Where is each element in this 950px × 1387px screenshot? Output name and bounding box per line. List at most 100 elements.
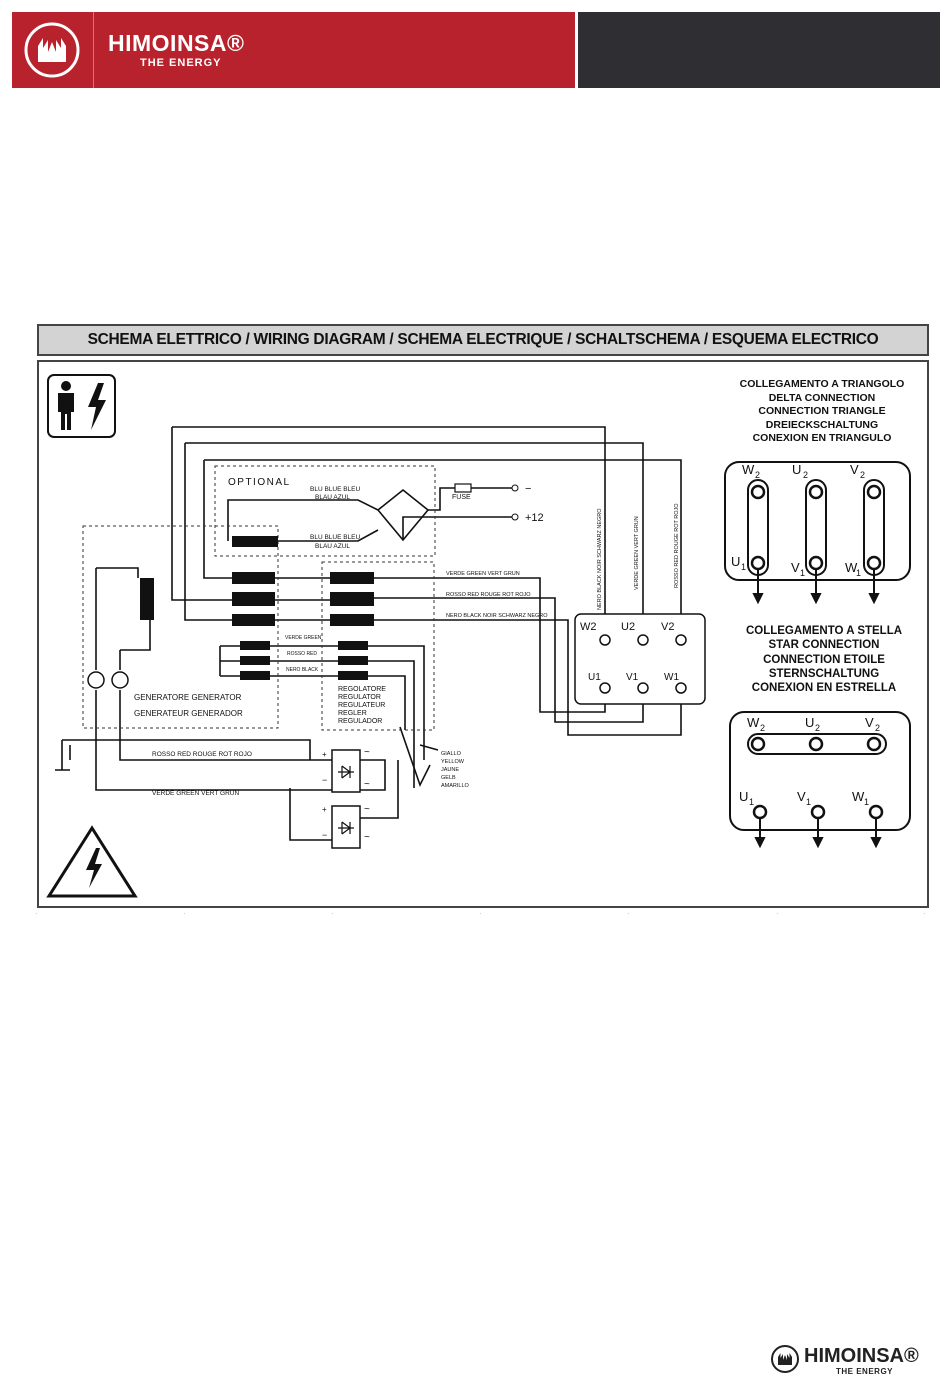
wire-label-blu-bottom: BLU BLUE BLEU [310, 534, 361, 541]
high-voltage-warning-icon [46, 825, 138, 898]
delta-heading-2: CONNECTION TRIANGLE [758, 405, 885, 417]
regulator-label-2: REGULATEUR [338, 702, 385, 709]
yellow-label-1: YELLOW [441, 759, 465, 765]
fuse-label: FUSE [452, 494, 471, 501]
svg-text:·: · [480, 911, 482, 917]
delta-heading-1: DELTA CONNECTION [769, 392, 876, 404]
svg-text:·: · [628, 911, 630, 917]
svg-text:+: + [322, 805, 327, 814]
wire-label-green: VERDE GREEN VERT GRUN [446, 571, 520, 577]
delta-heading-0: COLLEGAMENTO A TRIANGOLO [740, 378, 905, 390]
himoinsa-flame-logo-icon [24, 22, 80, 78]
svg-text:−: − [322, 830, 327, 840]
plus12-label: +12 [525, 512, 544, 524]
delta-bottom-w: W [845, 560, 858, 575]
star-heading-4: CONEXION EN ESTRELLA [752, 682, 896, 694]
svg-text:·: · [184, 911, 186, 917]
delta-top-u: U [792, 462, 801, 477]
delta-heading-4: CONEXION EN TRIANGULO [753, 432, 892, 444]
yellow-label-4: AMARILLO [441, 783, 470, 789]
wire-label-verde-bottom: VERDE GREEN VERT GRUN [152, 790, 239, 797]
footer-himoinsa-logo-icon [771, 1345, 799, 1373]
wire-label-blu-top: BLU BLUE BLEU [310, 486, 361, 493]
wire-label-vert-black: NERO BLACK NOIR SCHWARZ NEGRO [597, 508, 603, 610]
minus-label: − [525, 483, 531, 495]
footer-brand-tagline: THE ENERGY [836, 1367, 894, 1376]
delta-bottom-w-sub: 1 [856, 568, 861, 578]
star-top-v-sub: 2 [875, 723, 880, 733]
terminal-label-w1: W1 [664, 672, 679, 683]
wire-label-blau-top: BLAU AZUL [315, 494, 350, 501]
star-bottom-u: U [739, 789, 748, 804]
star-bottom-w: W [852, 789, 865, 804]
delta-top-w: W [742, 462, 755, 477]
star-top-w-sub: 2 [760, 723, 765, 733]
star-top-u: U [805, 715, 814, 730]
svg-text:~: ~ [364, 779, 370, 790]
svg-text:·: · [332, 911, 334, 917]
star-bottom-w-sub: 1 [864, 797, 869, 807]
terminal-label-v1: V1 [626, 672, 639, 683]
brand-tagline: THE ENERGY [140, 57, 222, 69]
star-heading-0: COLLEGAMENTO A STELLA [746, 625, 902, 637]
terminal-label-w2: W2 [580, 621, 597, 633]
delta-bottom-u-sub: 1 [741, 562, 746, 572]
header-bar [12, 12, 575, 88]
wire-label-small-black: NERO BLACK [286, 667, 319, 673]
regulator-label-0: REGOLATORE [338, 686, 386, 693]
generator-label-1: GENERATORE GENERATOR [134, 693, 242, 702]
star-bottom-v: V [797, 789, 806, 804]
svg-text:·: · [924, 911, 926, 917]
wire-label-rosso-bottom: ROSSO RED ROUGE ROT ROJO [152, 751, 252, 758]
yellow-label-3: GELB [441, 775, 456, 781]
svg-text:·: · [36, 911, 38, 917]
star-heading-1: STAR CONNECTION [769, 639, 880, 651]
svg-text:−: − [322, 775, 327, 785]
diagram-frame [37, 360, 929, 908]
diagram-title: SCHEMA ELETTRICO / WIRING DIAGRAM / SCHE… [37, 324, 929, 356]
star-top-v: V [865, 715, 874, 730]
star-top-w: W [747, 715, 760, 730]
wire-label-red: ROSSO RED ROUGE ROT ROJO [446, 592, 531, 598]
svg-text:~: ~ [364, 832, 370, 843]
delta-bottom-u: U [731, 554, 740, 569]
header-dark-panel [578, 12, 940, 88]
star-bottom-u-sub: 1 [749, 797, 754, 807]
svg-text:+: + [322, 750, 327, 759]
star-top-u-sub: 2 [815, 723, 820, 733]
delta-bottom-v-sub: 1 [800, 568, 805, 578]
delta-bottom-v: V [791, 560, 800, 575]
wire-label-blau-bottom: BLAU AZUL [315, 543, 350, 550]
footer-brand-name: HIMOINSA® [804, 1345, 919, 1367]
wire-label-black: NERO BLACK NOIR SCHWARZ NEGRO [446, 613, 548, 619]
yellow-label-2: JAUNE [441, 767, 459, 773]
svg-text:·: · [777, 911, 779, 917]
star-bottom-v-sub: 1 [806, 797, 811, 807]
wire-label-vert-green: VERDE GREEN VERT GRUN [634, 516, 640, 590]
star-heading-3: STERNSCHALTUNG [769, 668, 879, 680]
wire-label-small-red: ROSSO RED [287, 651, 317, 657]
delta-top-u-sub: 2 [803, 470, 808, 480]
delta-top-v: V [850, 462, 859, 477]
svg-text:~: ~ [364, 804, 370, 815]
header-divider [93, 12, 94, 88]
yellow-label-0: GIALLO [441, 751, 462, 757]
delta-top-v-sub: 2 [860, 470, 865, 480]
electrician-warning-icon [47, 374, 116, 438]
generator-label-2: GENERATEUR GENERADOR [134, 709, 243, 718]
star-heading-2: CONNECTION ETOILE [763, 654, 885, 666]
svg-text:~: ~ [364, 747, 370, 758]
terminal-label-u1: U1 [588, 672, 601, 683]
terminal-label-v2: V2 [661, 621, 674, 633]
wire-label-vert-red: ROSSO RED ROUGE ROT ROJO [674, 503, 680, 588]
regulator-label-3: REGLER [338, 710, 367, 717]
delta-heading-3: DREIECKSCHALTUNG [766, 419, 878, 431]
terminal-label-u2: U2 [621, 621, 635, 633]
brand-name: HIMOINSA® [108, 30, 245, 56]
regulator-label-1: REGULATOR [338, 694, 381, 701]
regulator-label-4: REGULADOR [338, 718, 382, 725]
optional-label: OPTIONAL [228, 477, 291, 488]
delta-top-w-sub: 2 [755, 470, 760, 480]
wire-label-small-green: VERDE GREEN [285, 635, 322, 641]
